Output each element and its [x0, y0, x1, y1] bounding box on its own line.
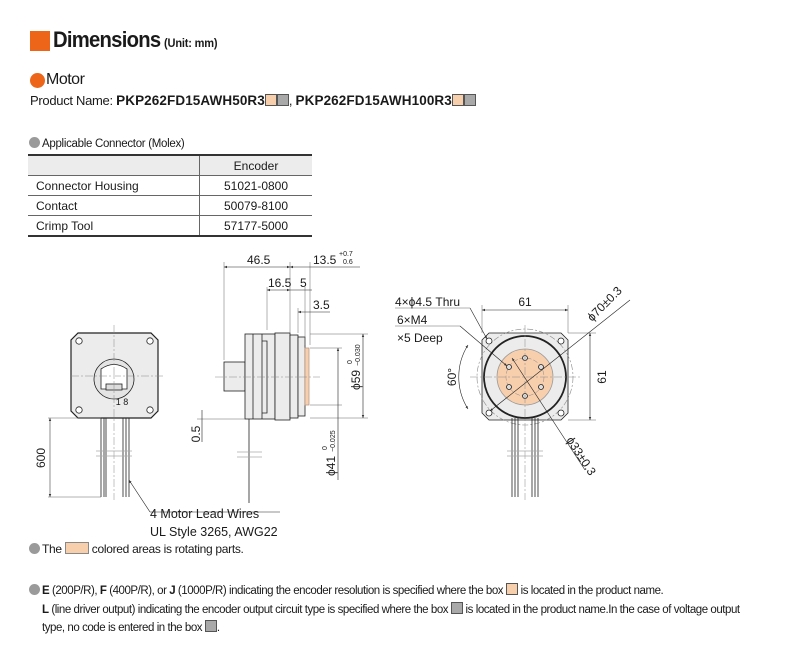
product-name-line: Product Name: PKP262FD15AWH50R3, PKP262F… — [30, 93, 476, 108]
dim-lead-length: 600 — [34, 448, 48, 468]
cell-value: 57177-5000 — [199, 215, 312, 237]
dim-width: 61 — [518, 295, 532, 309]
section-title: Motor — [46, 71, 85, 88]
dim-16-5: 16.5 — [268, 276, 292, 290]
rear-view — [395, 299, 631, 500]
note-text: (200P/R), — [49, 585, 100, 597]
front-view — [48, 325, 280, 513]
tol-lower: −0.025 — [330, 430, 337, 452]
tol-lower: −0.030 — [355, 344, 362, 366]
rotating-parts-note: The colored areas is rotating parts. — [29, 542, 244, 556]
dim-dia59: ϕ59 0 −0.030 — [347, 344, 363, 390]
tol-upper: +0.7 — [339, 251, 353, 258]
connector-heading: Applicable Connector (Molex) — [29, 137, 185, 150]
output-box-icon — [276, 94, 289, 106]
dim-total-length: 46.5 — [247, 253, 271, 267]
table-header: Encoder — [28, 154, 312, 176]
tol-upper: 0 — [322, 446, 329, 450]
unit-label: (Unit: mm) — [164, 36, 218, 50]
code-j: J — [169, 585, 176, 597]
note-text: type, no code is entered in the box — [42, 622, 205, 634]
bullet-icon — [29, 584, 40, 595]
product-name-2: PKP262FD15AWH100R3 — [295, 93, 452, 108]
note-text: colored areas is rotating parts. — [91, 542, 244, 556]
cell-value: 51021-0800 — [199, 175, 312, 196]
dim-3-5: 3.5 — [313, 298, 330, 312]
page-title: Dimensions(Unit: mm) — [53, 27, 218, 53]
note-text: (line driver output) indicating the enco… — [48, 603, 451, 616]
bullet-icon — [30, 73, 45, 88]
dim-height: 61 — [595, 370, 609, 384]
side-view — [197, 262, 368, 503]
output-box-icon — [463, 94, 476, 106]
code-e: E — [42, 585, 50, 597]
tol-upper: 0 — [347, 360, 354, 364]
header-cell — [28, 154, 200, 176]
tol-lower: 0.6 — [343, 259, 353, 266]
output-box-icon — [450, 601, 463, 614]
dim-offset: 0.5 — [189, 425, 203, 442]
title-text: Dimensions — [53, 27, 161, 52]
dim-dia41: ϕ41 0 −0.025 — [322, 430, 338, 476]
dim-5: 5 — [300, 276, 307, 290]
dim-dia70: ϕ70±0.3 — [584, 283, 625, 324]
dia59-text: ϕ59 — [349, 370, 363, 390]
note-line: E (200P/R), F (400P/R), or J (1000P/R) i… — [29, 582, 740, 601]
tapped-holes-label: 6×M4 — [397, 313, 428, 327]
note-text: The — [42, 542, 62, 556]
resolution-box-icon — [264, 94, 277, 106]
note-line: type, no code is entered in the box . — [29, 619, 740, 638]
separator: , — [288, 93, 293, 108]
cell-value: 50079-8100 — [199, 195, 312, 216]
dim-dia33: ϕ33±0.3 — [563, 434, 599, 478]
header-cell: Encoder — [199, 154, 312, 176]
note-text: is located in the product name.In the ca… — [462, 603, 741, 616]
lead-wires-label: 4 Motor Lead Wires — [150, 507, 259, 521]
resolution-box-icon — [505, 583, 518, 595]
note-text: (1000P/R) indicating the encoder resolut… — [175, 585, 506, 597]
cell-item: Crimp Tool — [28, 215, 200, 237]
dim-shaft-length: 13.5 — [313, 253, 337, 267]
depth-label: ×5 Deep — [397, 331, 443, 345]
note-text: is located in the product name. — [517, 585, 664, 597]
dim-angle: 60° — [445, 368, 459, 386]
code-f: F — [99, 585, 107, 597]
note-text: . — [216, 622, 220, 634]
dia41-text: ϕ41 — [324, 456, 338, 476]
cell-item: Contact — [28, 195, 200, 216]
product-label: Product Name: — [30, 93, 113, 108]
holes-label: 4×ϕ4.5 Thru — [395, 295, 460, 309]
lead-wires-spec: UL Style 3265, AWG22 — [150, 525, 278, 539]
code-l: L — [42, 603, 49, 616]
section-marker-icon — [30, 31, 50, 51]
connector-title: Applicable Connector (Molex) — [42, 138, 185, 150]
pin-numbers: 1 8 — [116, 397, 129, 407]
rotating-color-swatch — [64, 542, 89, 554]
code-notes: E (200P/R), F (400P/R), or J (1000P/R) i… — [29, 582, 740, 638]
bullet-icon — [29, 543, 40, 554]
bullet-icon — [29, 137, 40, 148]
resolution-box-icon — [451, 94, 464, 106]
output-box-icon — [204, 620, 217, 632]
product-name-1: PKP262FD15AWH50R3 — [116, 93, 265, 108]
cell-item: Connector Housing — [28, 175, 200, 196]
note-line: L (line driver output) indicating the en… — [29, 601, 740, 620]
note-text: (400P/R), or — [106, 585, 170, 597]
